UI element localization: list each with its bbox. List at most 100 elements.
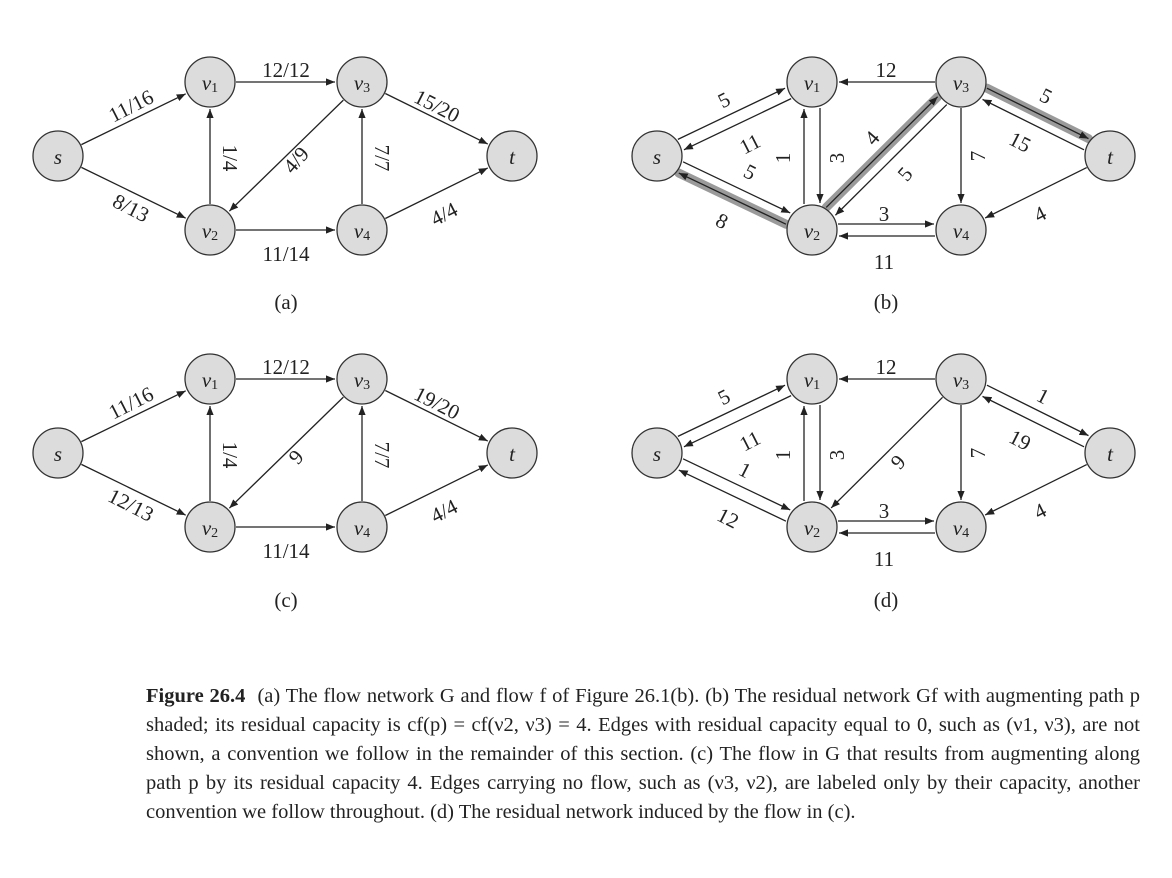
node-v3 <box>336 56 388 108</box>
node-v4 <box>336 204 388 256</box>
edge-label: 11 <box>874 547 894 571</box>
edge-label: 8/13 <box>109 189 153 227</box>
node-label-t: t <box>509 442 516 466</box>
edge-label: 1/4 <box>218 145 242 172</box>
edge-label: 4/4 <box>427 494 462 528</box>
edge-label: 9 <box>283 445 308 469</box>
panel-label-b: (b) <box>874 290 899 314</box>
node-t <box>486 130 538 182</box>
node-t <box>1084 130 1136 182</box>
edge-label: 5 <box>740 159 760 185</box>
edge-v3-t <box>385 92 489 145</box>
node-t <box>1084 427 1136 479</box>
edge-label: 12/12 <box>262 58 310 82</box>
edge-v3-t <box>986 384 1089 437</box>
edge-label: 11 <box>874 250 894 274</box>
node-v2 <box>786 204 838 256</box>
node-v3 <box>935 353 987 405</box>
edge-label: 12 <box>876 58 897 82</box>
node-v4 <box>935 204 987 256</box>
node-subscript: 3 <box>962 378 969 393</box>
edge-label: 15/20 <box>410 84 464 127</box>
edge-label: 1 <box>1033 383 1053 409</box>
node-label-s: s <box>653 145 661 169</box>
panel-label-d: (d) <box>874 588 899 612</box>
node-label-s: s <box>653 442 661 466</box>
edge-label: 4/9 <box>278 142 314 178</box>
edge-label: 7/7 <box>370 442 394 469</box>
edge-label: 7 <box>966 151 990 162</box>
caption-figure-number: Figure 26.4 <box>146 685 246 707</box>
edge-label: 3 <box>879 499 890 523</box>
node-subscript: 1 <box>211 378 218 393</box>
edge-v3-v2 <box>228 99 344 212</box>
panel-label-c: (c) <box>274 588 297 612</box>
node-subscript: 2 <box>211 229 218 244</box>
figure-caption: Figure 26.4(a) The flow network G and fl… <box>146 682 1140 827</box>
edge-s-v1 <box>677 384 786 437</box>
node-v2 <box>184 501 236 553</box>
edge-label: 11/14 <box>262 539 310 563</box>
edge-s-v1 <box>81 93 187 146</box>
node-v4 <box>336 501 388 553</box>
edge-t-v4 <box>984 463 1088 516</box>
node-label-s: s <box>54 442 62 466</box>
edge-label: 12 <box>713 503 743 534</box>
node-label-s: s <box>54 145 62 169</box>
node-subscript: 4 <box>962 526 969 541</box>
edge-t-v3 <box>982 395 1085 448</box>
node-v4 <box>935 501 987 553</box>
edge-label: 12/12 <box>262 355 310 379</box>
edge-label: 9 <box>885 450 910 474</box>
edge-label: 4 <box>1030 498 1051 524</box>
node-label-t: t <box>1107 442 1114 466</box>
edge-label: 4/4 <box>427 197 462 231</box>
node-v1 <box>786 56 838 108</box>
edge-s-v2 <box>682 161 791 214</box>
edge-v3-t <box>986 87 1089 140</box>
edge-v2-v3 <box>825 96 939 208</box>
edge-label: 11 <box>736 426 765 457</box>
node-label-t: t <box>509 145 516 169</box>
edge-label: 19/20 <box>410 381 464 424</box>
node-s <box>32 427 84 479</box>
node-subscript: 2 <box>813 526 820 541</box>
edge-t-v3 <box>982 98 1085 151</box>
edge-label: 15 <box>1005 127 1035 158</box>
node-subscript: 2 <box>211 526 218 541</box>
edge-label: 5 <box>714 384 734 410</box>
edge-label: 12 <box>876 355 897 379</box>
edge-v1-s <box>683 395 792 448</box>
edge-label: 11 <box>736 129 765 160</box>
edge-t-v4 <box>984 166 1088 219</box>
edge-s-v2 <box>682 458 791 511</box>
node-subscript: 1 <box>813 378 820 393</box>
node-t <box>486 427 538 479</box>
edge-label: 4 <box>1030 201 1051 227</box>
node-subscript: 3 <box>363 378 370 393</box>
node-subscript: 4 <box>363 526 370 541</box>
node-subscript: 1 <box>211 81 218 96</box>
node-subscript: 2 <box>813 229 820 244</box>
edge-label: 4 <box>859 126 884 150</box>
node-subscript: 4 <box>962 229 969 244</box>
edge-label: 3 <box>879 202 890 226</box>
node-v2 <box>786 501 838 553</box>
edge-v2-s <box>678 469 787 522</box>
node-s <box>631 427 683 479</box>
edge-v3-v2 <box>228 396 344 509</box>
node-subscript: 3 <box>962 81 969 96</box>
node-v1 <box>184 56 236 108</box>
edge-s-v1 <box>677 87 786 140</box>
edge-s-v2 <box>81 166 187 219</box>
edge-label: 12/13 <box>104 483 158 526</box>
edge-v3-v2 <box>830 396 944 509</box>
node-v1 <box>184 353 236 405</box>
caption-text: (a) The flow network G and flow f of Fig… <box>146 685 1140 823</box>
edge-label: 7/7 <box>370 145 394 172</box>
node-v2 <box>184 204 236 256</box>
edge-label: 8 <box>712 208 732 234</box>
